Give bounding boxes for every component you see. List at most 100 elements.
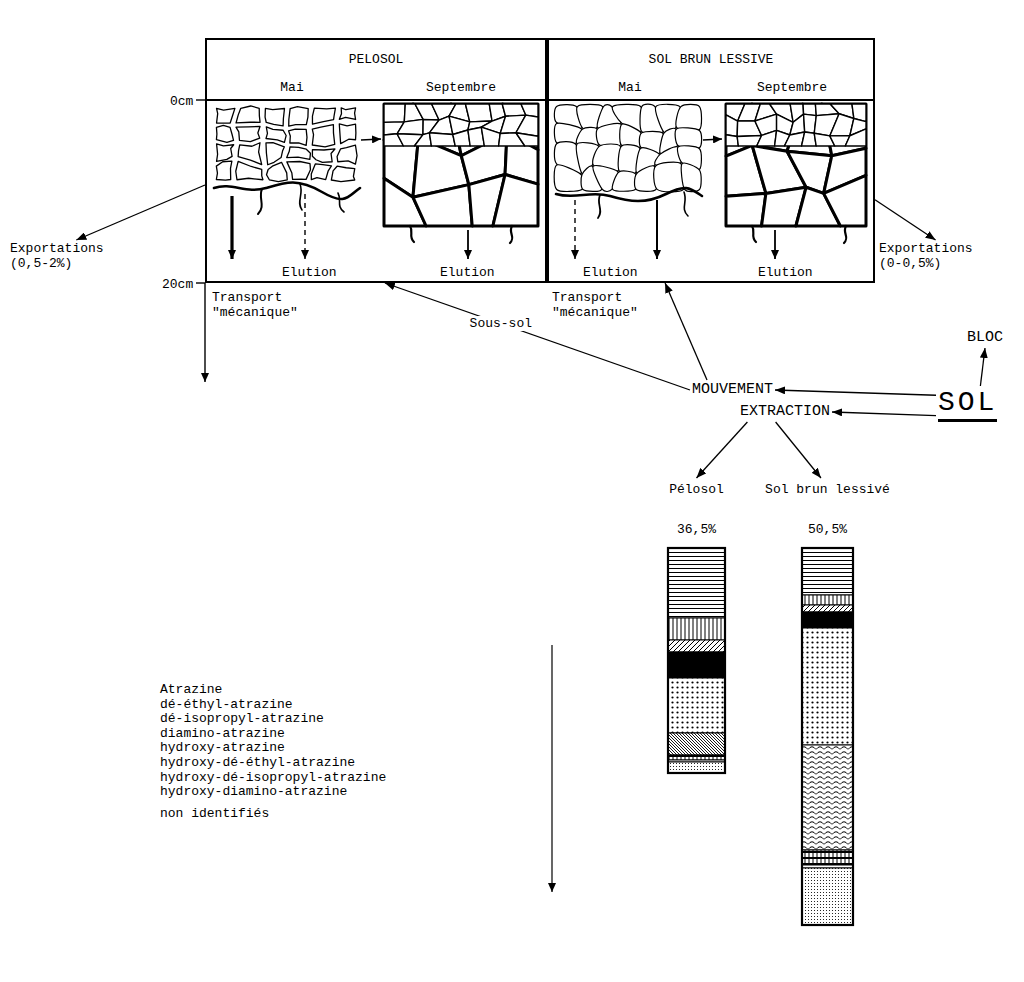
legend-label: diamino-atrazine — [160, 726, 285, 741]
fine-clod — [397, 119, 423, 134]
flow-arrow — [703, 139, 722, 140]
loose-clod — [216, 125, 233, 142]
bar-segment — [802, 595, 853, 605]
node-title: Exportations — [10, 241, 104, 256]
bar-segment — [668, 733, 725, 755]
node-title: EXTRACTION — [740, 403, 830, 421]
node-subtext: Elution — [758, 265, 813, 280]
export-note: Exportations(0-0,5%) — [877, 240, 975, 272]
node-subtext: Elution — [282, 265, 337, 280]
connector-arrow — [875, 200, 936, 240]
fine-clod — [845, 129, 866, 146]
compact-clod — [493, 174, 538, 226]
root-line — [214, 183, 360, 200]
rule-line — [205, 99, 875, 101]
process-word: MOUVEMENT — [690, 380, 775, 400]
bar-outline — [802, 548, 853, 925]
flow-arrow — [574, 200, 575, 259]
connector-arrow — [832, 412, 936, 416]
node-title: SOL — [938, 387, 997, 422]
stacked-bar — [802, 548, 853, 925]
connector-arrow — [76, 185, 205, 240]
loose-clod — [312, 125, 334, 147]
bar-segment — [802, 612, 853, 628]
export-note: Exportations(0,5-2%) — [8, 240, 106, 272]
legend-label: dé-éthyl-atrazine — [160, 697, 293, 712]
fine-clod — [757, 130, 777, 146]
rounded-aggregate — [554, 104, 701, 192]
loose-clod — [266, 127, 286, 143]
node-title: Septembre — [711, 80, 873, 95]
root-line — [338, 193, 344, 212]
flow-arrow — [204, 283, 205, 382]
compact-clod — [824, 175, 866, 226]
legend-label: non identifiés — [160, 806, 269, 821]
bar-segment — [668, 640, 725, 652]
bar-segment — [668, 652, 725, 678]
bar-segment — [802, 850, 853, 865]
fine-clod — [429, 133, 455, 146]
root-line — [844, 226, 846, 243]
fine-clod — [726, 104, 866, 146]
node-title: Sol brun lessivé — [762, 482, 893, 497]
node-subtext: 50,5% — [762, 522, 893, 537]
season-column: SeptembreElution — [377, 76, 545, 281]
loose-clod — [287, 147, 311, 159]
flow-arrow — [467, 230, 469, 259]
extraction-bar: Pélosol36,5% — [655, 478, 738, 773]
central-word: SOL — [936, 386, 999, 423]
season-column: SeptembreElution — [711, 76, 873, 281]
bar-segment — [802, 868, 853, 925]
node-subtext: Elution — [583, 265, 638, 280]
bar-segment — [802, 628, 853, 745]
loose-clod — [267, 162, 288, 181]
transport-note: Transport "mécanique" — [212, 290, 304, 320]
loose-clod — [238, 143, 262, 165]
loose-clod — [236, 161, 263, 179]
season-column: MaiElution — [549, 76, 711, 281]
node-title: Pélosol — [655, 482, 738, 497]
node-title: Mai — [207, 80, 377, 95]
soil-structure — [216, 104, 866, 226]
compact-clod — [413, 185, 472, 226]
loose-clod — [289, 129, 307, 145]
bar-segment — [668, 548, 725, 618]
root-line — [510, 226, 512, 243]
rounded-aggregate — [612, 171, 637, 191]
connector-arrow — [980, 348, 985, 386]
flow-arrow — [656, 200, 658, 259]
root-line — [684, 192, 688, 216]
legend-label: hydroxy-diamino-atrazine — [160, 784, 347, 799]
extraction-bar: Sol brun lessivé 50,5% — [762, 478, 893, 925]
node-title: Exportations — [879, 241, 973, 256]
loose-clod — [331, 166, 354, 181]
rule-line — [196, 282, 205, 283]
loose-clod — [287, 162, 311, 180]
stacked-bar — [668, 548, 725, 773]
bar-outline — [668, 548, 725, 773]
node-title: Mai — [549, 80, 711, 95]
rule-line — [196, 99, 205, 100]
bar-segment — [668, 618, 725, 640]
transport-note: Transport "mécanique" — [552, 290, 644, 320]
loose-clod — [217, 108, 235, 123]
connectors — [76, 185, 985, 478]
compact-clod — [726, 193, 766, 226]
loose-clod — [216, 106, 357, 182]
flow-arrow — [774, 230, 776, 259]
fine-clod — [726, 115, 738, 137]
fine-clod — [516, 133, 538, 146]
root-line — [258, 189, 262, 214]
compact-clod — [384, 104, 538, 226]
loose-clod — [311, 164, 331, 180]
legend-label: hydroxy-dé-éthyl-atrazine — [160, 755, 355, 770]
node-title: BLOC — [967, 329, 1003, 347]
compact-clod — [726, 104, 866, 226]
soil-panel: SOL BRUN LESSIVEMaiElutionSeptembreEluti… — [547, 38, 875, 283]
bar-segment — [802, 605, 853, 612]
fine-clod — [465, 104, 492, 122]
connector-arrow — [385, 283, 690, 390]
process-word: EXTRACTION — [738, 402, 832, 422]
